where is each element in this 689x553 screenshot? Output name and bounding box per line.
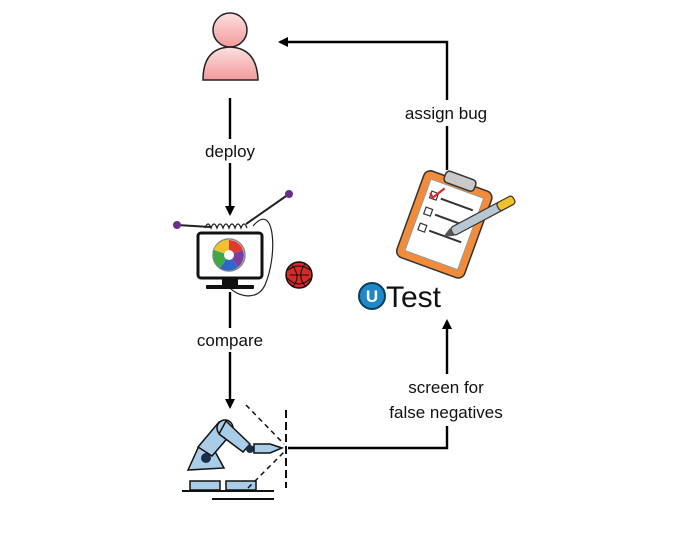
virus-icon xyxy=(285,261,313,289)
compare-label: compare xyxy=(197,331,263,350)
arrow-screen xyxy=(288,319,452,450)
utest-logo-text: Test xyxy=(386,281,442,314)
monitor-icon xyxy=(173,190,293,297)
person-icon xyxy=(202,12,259,81)
screen-label-line1: screen for xyxy=(408,378,484,397)
utest-badge xyxy=(358,282,386,310)
utest-badge-letter: U xyxy=(366,287,378,306)
utest-logo: U Test xyxy=(358,281,442,314)
clipboard-icon xyxy=(395,170,516,279)
arrow-assign-bug xyxy=(278,37,449,170)
deploy-label: deploy xyxy=(205,142,256,161)
assign-bug-label: assign bug xyxy=(405,104,487,123)
robot-arm-icon xyxy=(182,404,287,500)
screen-label-line2: false negatives xyxy=(389,403,502,422)
